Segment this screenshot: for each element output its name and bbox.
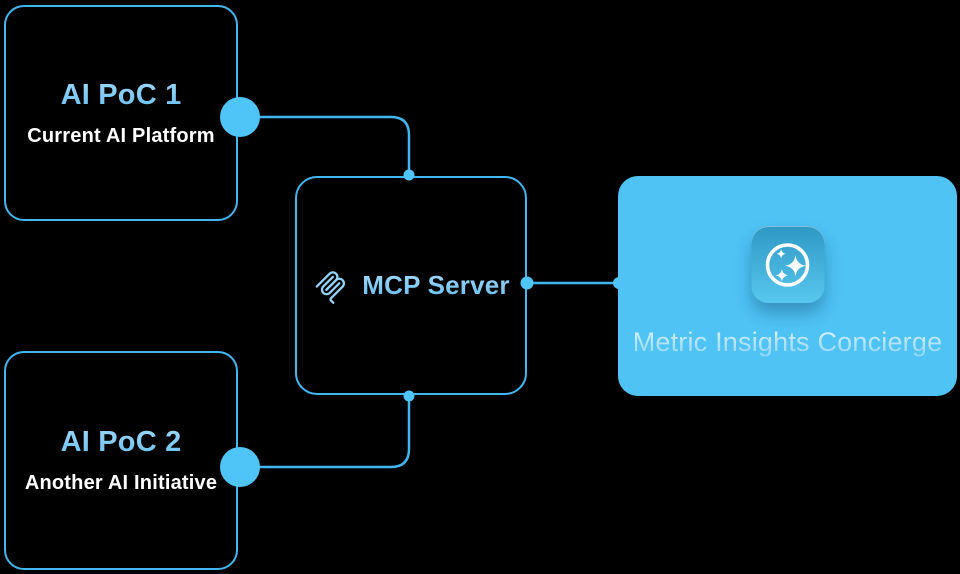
node-ai-poc-1[interactable]: AI PoC 1 Current AI Platform xyxy=(4,5,238,221)
node-mcp-server[interactable]: MCP Server xyxy=(295,176,527,395)
connector-poc2-to-mcp xyxy=(240,396,411,469)
sparkles-icon xyxy=(751,226,824,303)
node-metric-insights-concierge[interactable]: Metric Insights Concierge xyxy=(618,176,957,396)
mcp-logo-icon xyxy=(312,268,349,305)
node-subtitle: Current AI Platform xyxy=(27,124,215,147)
node-label: MCP Server xyxy=(362,270,510,300)
node-label: Metric Insights Concierge xyxy=(618,327,957,358)
node-subtitle: Another AI Initiative xyxy=(24,472,218,494)
node-ai-poc-2[interactable]: AI PoC 2 Another AI Initiative xyxy=(4,351,238,570)
node-title: AI PoC 1 xyxy=(60,78,182,111)
node-title: AI PoC 2 xyxy=(60,426,182,458)
connector-poc1-to-mcp xyxy=(240,115,411,175)
